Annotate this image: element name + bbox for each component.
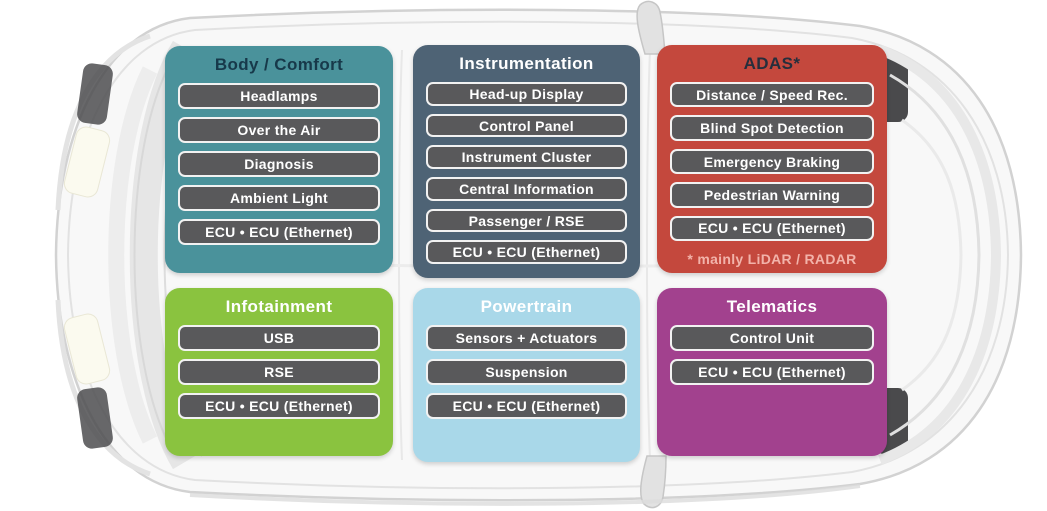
panel-infotainment: Infotainment USB RSE ECU • ECU (Ethernet… xyxy=(165,288,393,456)
feature-pill: RSE xyxy=(178,359,380,385)
panel-instrumentation: Instrumentation Head-up Display Control … xyxy=(413,45,640,278)
panel-body-comfort: Body / Comfort Headlamps Over the Air Di… xyxy=(165,46,393,273)
feature-pill: Diagnosis xyxy=(178,151,380,177)
feature-pill: Ambient Light xyxy=(178,185,380,211)
headlamp-top xyxy=(63,126,111,198)
feature-pill: ECU • ECU (Ethernet) xyxy=(670,215,874,242)
feature-pill: Over the Air xyxy=(178,117,380,143)
feature-pill: Passenger / RSE xyxy=(426,208,627,233)
front-wheel-top xyxy=(77,63,113,125)
rear-window-arc xyxy=(889,73,981,437)
trunk-arc xyxy=(901,118,963,392)
panel-powertrain: Powertrain Sensors + Actuators Suspensio… xyxy=(413,288,640,462)
feature-pill: ECU • ECU (Ethernet) xyxy=(426,240,627,265)
adas-footnote: * mainly LiDAR / RADAR xyxy=(687,251,857,268)
feature-pill: ECU • ECU (Ethernet) xyxy=(178,219,380,245)
panel-title-powertrain: Powertrain xyxy=(480,297,573,316)
panel-telematics: Telematics Control Unit ECU • ECU (Ether… xyxy=(657,288,887,456)
car-body-inner-line xyxy=(66,20,1010,490)
feature-pill: Control Panel xyxy=(426,113,627,138)
panel-title-adas: ADAS* xyxy=(743,54,801,73)
feature-pill: Emergency Braking xyxy=(670,148,874,175)
headlamp-bottom xyxy=(63,313,111,385)
feature-pill: Suspension xyxy=(426,359,627,385)
feature-pill: Instrument Cluster xyxy=(426,145,627,170)
a-pillar-line xyxy=(133,59,173,451)
panel-title-telematics: Telematics xyxy=(726,297,818,316)
feature-pill: Control Unit xyxy=(670,325,874,351)
feature-pill: Distance / Speed Rec. xyxy=(670,82,874,108)
feature-pill: Head-up Display xyxy=(426,82,627,106)
car-shadow xyxy=(189,484,861,506)
feature-pill: Central Information xyxy=(426,177,627,201)
door-seam-line xyxy=(398,49,403,461)
panel-adas: ADAS* Distance / Speed Rec. Blind Spot D… xyxy=(657,45,887,273)
feature-pill: Blind Spot Detection xyxy=(670,115,874,141)
panel-title-instrumentation: Instrumentation xyxy=(459,54,594,73)
side-mirror-bottom xyxy=(639,455,667,509)
feature-pill: Headlamps xyxy=(178,83,380,109)
door-seam-line xyxy=(646,49,651,461)
front-wheel-bottom xyxy=(77,387,113,449)
rear-band xyxy=(878,45,1002,465)
feature-pill: Sensors + Actuators xyxy=(426,325,627,351)
panel-title-body-comfort: Body / Comfort xyxy=(214,55,344,74)
feature-pill: USB xyxy=(178,325,380,351)
side-mirror-top xyxy=(636,0,666,55)
feature-pill: ECU • ECU (Ethernet) xyxy=(178,393,380,419)
feature-pill: ECU • ECU (Ethernet) xyxy=(670,359,874,385)
hood-arc xyxy=(108,66,158,444)
feature-pill: Pedestrian Warning xyxy=(670,182,874,208)
feature-pill: ECU • ECU (Ethernet) xyxy=(426,393,627,419)
panel-title-infotainment: Infotainment xyxy=(225,297,333,316)
